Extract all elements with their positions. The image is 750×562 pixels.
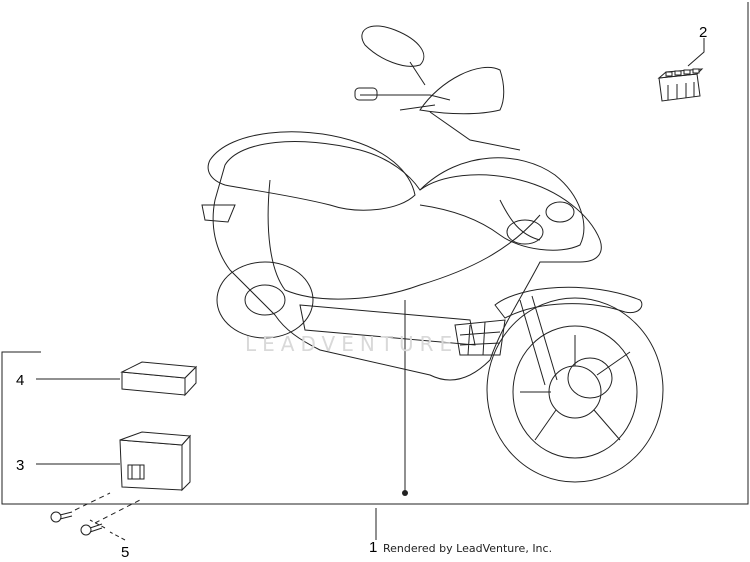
leader-lines (36, 38, 705, 541)
part-3-bracket (119, 431, 192, 492)
leader-5b (74, 492, 141, 524)
group-frame (1, 2, 749, 505)
part-2-connector (657, 68, 704, 102)
part-5-screws (50, 511, 103, 536)
leader-2 (687, 38, 705, 67)
watermark: LEADVENTURE (245, 332, 459, 356)
callout-5: 5 (121, 544, 129, 561)
leader-5a (89, 519, 126, 541)
scooter-illustration (201, 25, 664, 483)
callout-2: 2 (699, 24, 707, 41)
part-4-block (120, 361, 198, 397)
callout-4: 4 (16, 372, 24, 389)
footer-credit: Rendered by LeadVenture, Inc. (383, 542, 553, 555)
callout-1: 1 (369, 539, 377, 556)
callout-3: 3 (16, 457, 24, 474)
